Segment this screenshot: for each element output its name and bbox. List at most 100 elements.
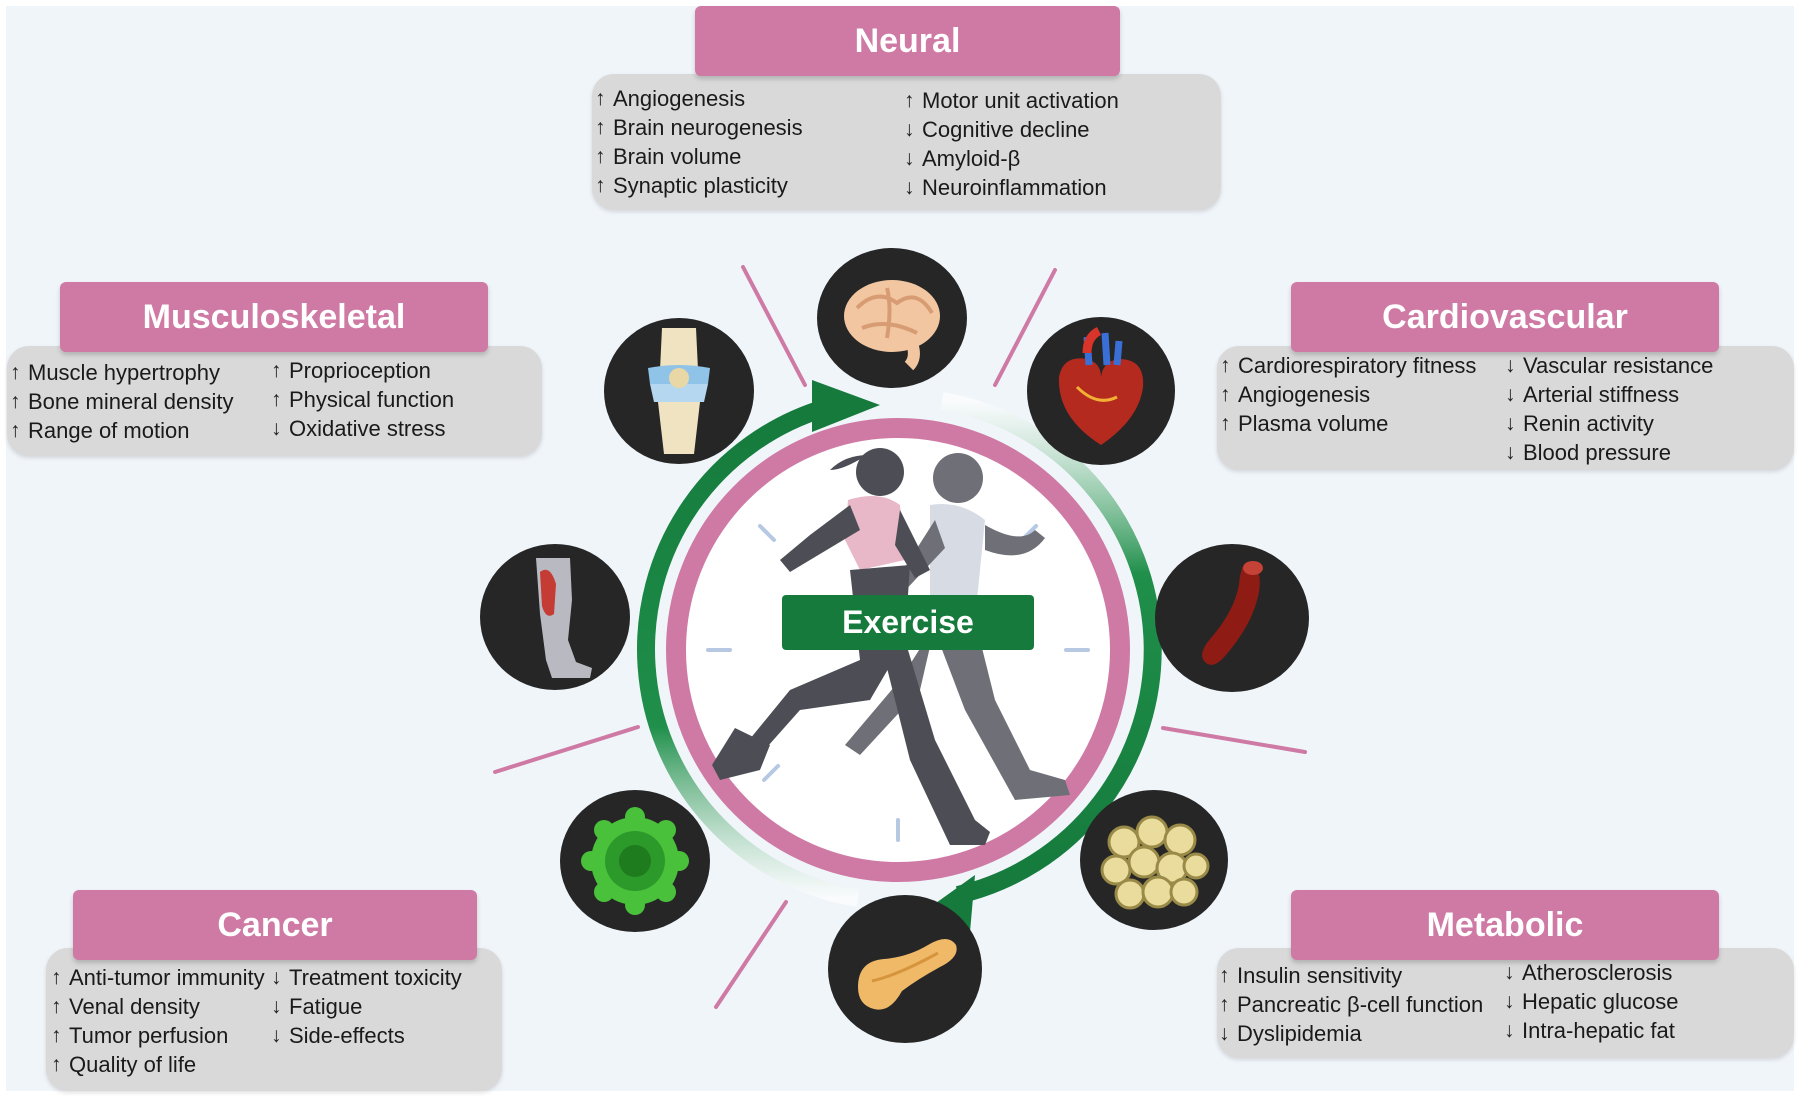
cardiovascular-title: Cardiovascular xyxy=(1291,282,1719,352)
brain-icon xyxy=(817,248,967,388)
effect-text: Atherosclerosis xyxy=(1522,960,1673,985)
arrow-down-icon: ↓ xyxy=(1504,1019,1515,1042)
arrow-up-icon: ↑ xyxy=(595,116,606,139)
effect-item: ↓ Arterial stiffness xyxy=(1505,380,1713,409)
effect-text: Synaptic plasticity xyxy=(613,173,788,198)
cardiovascular-right-list: ↓Vascular resistance↓Arterial stiffness↓… xyxy=(1505,351,1713,467)
arrow-down-icon: ↓ xyxy=(271,966,282,989)
exercise-label: Exercise xyxy=(782,595,1034,650)
effect-text: Hepatic glucose xyxy=(1522,989,1679,1014)
effect-item: ↓ Atherosclerosis xyxy=(1504,958,1679,987)
arrow-up-icon: ↑ xyxy=(1220,412,1231,435)
metabolic-title: Metabolic xyxy=(1291,890,1719,960)
effect-text: Cardiorespiratory fitness xyxy=(1238,353,1477,378)
pancreas-icon xyxy=(828,895,982,1043)
arrow-arc-right xyxy=(940,392,1162,904)
arrow-up-icon: ↑ xyxy=(10,390,21,413)
effect-text: Treatment toxicity xyxy=(289,965,462,990)
cancer-right-list: ↓ Treatment toxicity ↓ Fatigue ↓ Side-effects xyxy=(271,963,462,1050)
effect-item: ↑Plasma volume xyxy=(1220,409,1476,438)
effect-text: Range of motion xyxy=(28,418,190,443)
effect-text: Renin activity xyxy=(1523,411,1654,436)
metabolic-box xyxy=(1217,948,1794,1058)
arrow-up-icon: ↑ xyxy=(51,995,62,1018)
arrow-down-icon: ↓ xyxy=(1504,961,1515,984)
effect-text: Amyloid-β xyxy=(922,146,1021,171)
effect-text: Cognitive decline xyxy=(922,117,1090,142)
effect-item: ↑Tumor perfusion xyxy=(51,1021,265,1050)
effect-item: ↓ Side-effects xyxy=(271,1021,462,1050)
effect-text: Dyslipidemia xyxy=(1237,1021,1362,1046)
clock-ticks xyxy=(706,524,1090,842)
effect-item: ↓ Dyslipidemia xyxy=(1219,1019,1483,1048)
cancer-box xyxy=(46,948,502,1091)
arrow-up-icon: ↑ xyxy=(10,419,21,442)
arrow-down-icon: ↓ xyxy=(904,118,915,141)
effect-text: Motor unit activation xyxy=(922,88,1119,113)
arrow-down-icon: ↓ xyxy=(1505,383,1516,406)
fat-cells-icon xyxy=(1080,790,1228,930)
effect-text: Fatigue xyxy=(289,994,363,1019)
blood-vessel-icon xyxy=(1155,544,1309,692)
effect-text: Angiogenesis xyxy=(1238,382,1371,407)
effect-text: Intra-hepatic fat xyxy=(1522,1018,1675,1043)
arrow-up-icon: ↑ xyxy=(271,388,282,411)
arrow-up-icon: ↑ xyxy=(595,87,606,110)
effect-item: ↓ Intra-hepatic fat xyxy=(1504,1016,1679,1045)
effect-item: ↓ Treatment toxicity xyxy=(271,963,462,992)
arrow-up-icon: ↑ xyxy=(10,361,21,384)
effect-item: ↓Amyloid-β xyxy=(904,144,1119,173)
connector-lines xyxy=(493,265,1307,1009)
effect-text: Physical function xyxy=(289,387,455,412)
arrow-down-icon: ↓ xyxy=(1219,1022,1230,1045)
effect-item: ↑ Cardiorespiratory fitness xyxy=(1220,351,1476,380)
effect-item: ↓ Oxidative stress xyxy=(271,414,454,443)
effect-text: Bone mineral density xyxy=(28,389,234,414)
effect-text: Quality of life xyxy=(69,1052,197,1077)
effect-item: ↑ Angiogenesis xyxy=(1220,380,1476,409)
effect-item: ↓ Renin activity xyxy=(1505,409,1713,438)
effect-text: Pancreatic β-cell function xyxy=(1237,992,1484,1017)
arrow-head-top xyxy=(812,380,880,432)
effect-item: ↑ Range of motion xyxy=(10,416,233,445)
effect-item: ↑ Bone mineral density xyxy=(10,387,233,416)
effect-text: Oxidative stress xyxy=(289,416,446,441)
neural-left-list: ↑Angiogenesis↑Brain neurogenesis↑Brain v… xyxy=(595,84,803,200)
arrow-arc-left xyxy=(637,399,860,907)
arrow-down-icon: ↓ xyxy=(271,995,282,1018)
effect-item: ↓ Cognitive decline xyxy=(904,115,1119,144)
effect-text: Side-effects xyxy=(289,1023,405,1048)
arrow-up-icon: ↑ xyxy=(1220,383,1231,406)
effect-item: ↑ Muscle hypertrophy xyxy=(10,358,233,387)
effect-text: Insulin sensitivity xyxy=(1237,963,1403,988)
arrow-up-icon: ↑ xyxy=(595,174,606,197)
effect-text: Arterial stiffness xyxy=(1523,382,1680,407)
neural-title: Neural xyxy=(695,6,1120,76)
arrow-up-icon: ↑ xyxy=(1219,964,1230,987)
arrow-up-icon: ↑ xyxy=(904,89,915,112)
effect-item: ↑ Brain volume xyxy=(595,142,803,171)
cancer-title: Cancer xyxy=(73,890,477,960)
runners-icon xyxy=(712,448,1070,845)
effect-item: ↑Venal density xyxy=(51,992,265,1021)
tumor-cell-icon xyxy=(560,790,710,932)
arrow-down-icon: ↓ xyxy=(1505,412,1516,435)
arrow-up-icon: ↑ xyxy=(1220,354,1231,377)
effect-item: ↓Blood pressure xyxy=(1505,438,1713,467)
effect-text: Neuroinflammation xyxy=(922,175,1107,200)
arrow-down-icon: ↓ xyxy=(271,1024,282,1047)
arrow-down-icon: ↓ xyxy=(271,417,282,440)
effect-text: Vascular resistance xyxy=(1523,353,1714,378)
effect-item: ↓Vascular resistance xyxy=(1505,351,1713,380)
knee-joint-icon xyxy=(604,318,754,464)
effect-item: ↓ Fatigue xyxy=(271,992,462,1021)
arrow-down-icon: ↓ xyxy=(904,176,915,199)
effect-item: ↑Brain neurogenesis xyxy=(595,113,803,142)
metabolic-right-list: ↓Atherosclerosis↓Hepatic glucose↓Intra-h… xyxy=(1504,958,1679,1045)
effect-text: Muscle hypertrophy xyxy=(28,360,220,385)
arrow-up-icon: ↑ xyxy=(51,1053,62,1076)
effect-text: Brain volume xyxy=(613,144,742,169)
neural-right-list: ↑ Motor unit activation ↓ Cognitive decline… xyxy=(904,86,1119,202)
arrow-up-icon: ↑ xyxy=(595,145,606,168)
cardiovascular-box xyxy=(1217,346,1794,470)
